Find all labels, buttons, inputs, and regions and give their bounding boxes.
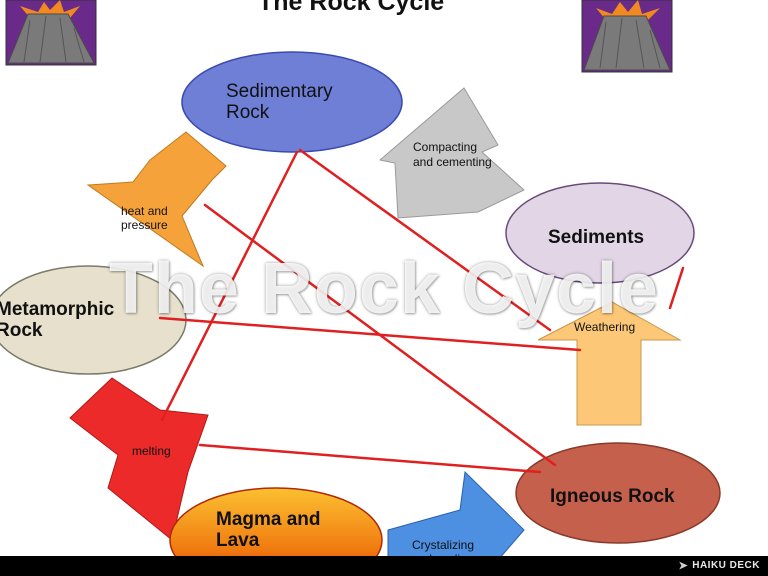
arrow-heat-pressure: heat and pressure bbox=[86, 131, 227, 268]
connector-lines bbox=[158, 148, 685, 474]
node-sediments: Sediments bbox=[505, 182, 695, 284]
node-igneous-shape bbox=[515, 442, 721, 544]
arrow-compacting: Compacting and cementing bbox=[378, 87, 525, 219]
node-magma-lava: Magma and Lava bbox=[169, 487, 383, 576]
node-magma-shape bbox=[169, 487, 383, 576]
overlay-title: The Rock Cycle bbox=[108, 249, 660, 329]
footer-bar: ➤ HAIKU DECK bbox=[0, 556, 768, 576]
arrow-melting: melting bbox=[69, 377, 209, 541]
node-label: Sediments bbox=[548, 227, 644, 248]
haiku-deck-logo-icon: ➤ bbox=[678, 560, 689, 572]
connector-line bbox=[668, 266, 685, 310]
arrow-crystalizing: Crystalizing and cooling bbox=[387, 470, 525, 566]
connector-line bbox=[158, 316, 582, 352]
arrow-label: pressure bbox=[121, 218, 168, 232]
arrow-melting-shape bbox=[69, 377, 209, 541]
node-label: Magma and bbox=[216, 509, 321, 530]
node-label: Igneous Rock bbox=[550, 486, 675, 507]
brand-label: HAIKU DECK bbox=[692, 560, 760, 571]
arrow-label: heat and bbox=[121, 204, 168, 218]
haiku-deck-brand[interactable]: ➤ HAIKU DECK bbox=[679, 559, 761, 572]
arrow-label: melting bbox=[132, 444, 171, 458]
arrow-label: Compacting bbox=[413, 140, 477, 154]
node-sediments-shape bbox=[505, 182, 695, 284]
arrow-weathering-shape bbox=[537, 301, 682, 426]
arrow-label: and cementing bbox=[413, 155, 492, 169]
node-label: Lava bbox=[216, 530, 260, 551]
volcano-image-right bbox=[581, 0, 673, 73]
arrow-compacting-shape bbox=[378, 87, 525, 219]
node-igneous-rock: Igneous Rock bbox=[515, 442, 721, 544]
arrow-weathering: Weathering bbox=[537, 301, 682, 426]
arrow-heat-shape bbox=[86, 131, 227, 268]
node-label: Sedimentary bbox=[226, 81, 333, 102]
node-label: Rock bbox=[0, 320, 43, 341]
arrow-label: Crystalizing bbox=[412, 538, 474, 552]
node-sedimentary-shape bbox=[181, 51, 403, 153]
node-label: Metamorphic bbox=[0, 299, 115, 320]
arrow-label: Weathering bbox=[574, 320, 635, 334]
node-label: Rock bbox=[226, 102, 270, 123]
connector-line bbox=[198, 443, 542, 474]
connector-line bbox=[160, 150, 299, 422]
node-sedimentary-rock: Sedimentary Rock bbox=[181, 51, 403, 153]
connector-line bbox=[298, 148, 552, 332]
volcano-image-left bbox=[5, 0, 97, 66]
slide-heading: The Rock Cycle bbox=[258, 0, 445, 16]
volcano-lava bbox=[596, 0, 660, 20]
node-metamorphic-rock: Metamorphic Rock bbox=[0, 265, 187, 375]
